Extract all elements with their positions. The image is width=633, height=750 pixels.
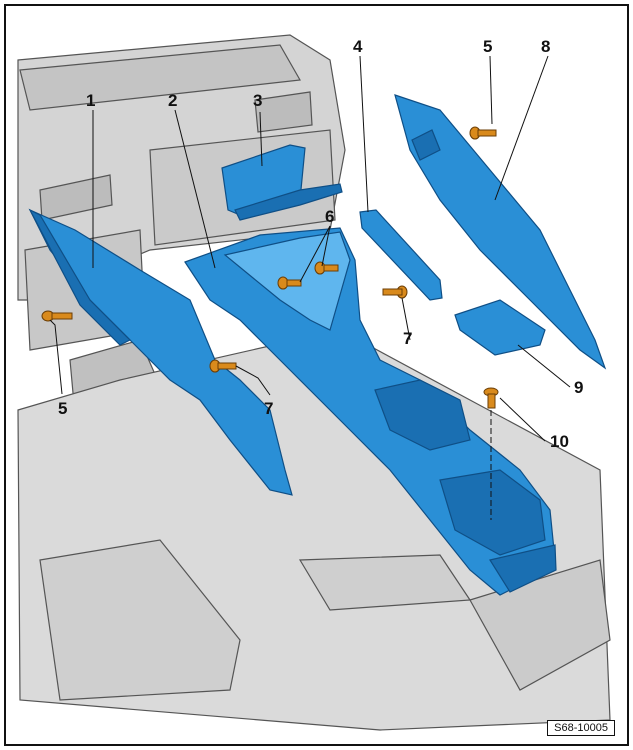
screw-5-left	[41, 310, 73, 322]
part-2-cup-holder	[374, 379, 471, 451]
part-2-rear-end	[489, 544, 557, 593]
part-9-cover-plate	[454, 299, 546, 356]
screw-6-a	[277, 276, 302, 290]
callout-1: 1	[86, 91, 95, 110]
screw-7-right	[382, 285, 408, 299]
fasteners	[41, 126, 499, 409]
floor-bracket-left	[39, 539, 241, 701]
part-8-bracket	[411, 129, 441, 161]
callout-8: 8	[541, 37, 550, 56]
part-8-side-trim-right	[394, 94, 607, 370]
part-4-trim-strip	[359, 209, 443, 301]
leader-lines	[49, 55, 571, 520]
callout-labels: 1 2 3 4 5 5 6 7 7 8 9 10	[58, 37, 583, 451]
part-3-lip	[234, 183, 343, 221]
callout-7-left: 7	[264, 399, 273, 418]
expanding-rivet-10	[483, 387, 499, 409]
floor-bracket-right	[298, 554, 472, 611]
callout-2: 2	[168, 91, 177, 110]
console-parts	[28, 94, 607, 596]
figure-reference-code: S68-10005	[547, 720, 615, 736]
callout-9: 9	[574, 378, 583, 397]
callout-5-left: 5	[58, 399, 67, 418]
part-1-edge	[28, 208, 132, 346]
screw-7-left	[209, 359, 237, 373]
callout-4: 4	[353, 37, 363, 56]
callout-5-right: 5	[483, 37, 492, 56]
callout-7-right: 7	[403, 329, 412, 348]
dashboard-top	[19, 44, 301, 111]
part-2-storage-bin	[439, 469, 546, 556]
air-vent-right	[254, 91, 313, 133]
air-vent-left	[39, 174, 113, 221]
callout-6: 6	[325, 207, 334, 226]
callout-3: 3	[253, 91, 262, 110]
callout-10: 10	[550, 432, 569, 451]
screw-5-right	[469, 126, 497, 140]
